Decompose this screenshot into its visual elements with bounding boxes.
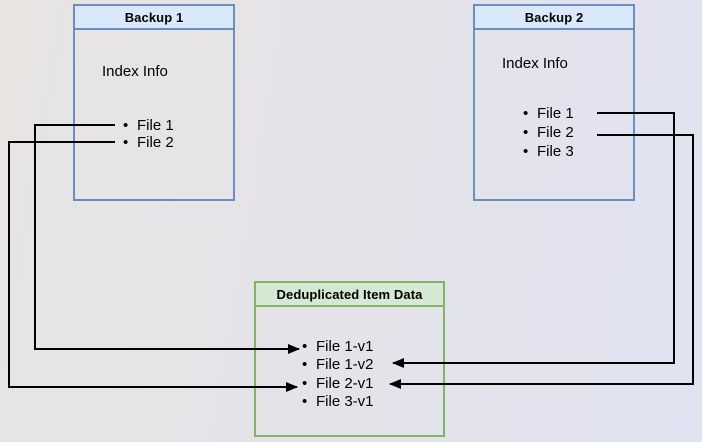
backup1-title: Backup 1 [124, 9, 184, 25]
backup2-file-list: File 1File 2File 3 [523, 104, 574, 161]
dedup-header: Deduplicated Item Data [256, 283, 443, 307]
list-item: File 3-v1 [302, 393, 374, 411]
list-item: File 2 [123, 134, 174, 151]
backup2-index-info-label: Index Info [502, 55, 568, 72]
backup2-header: Backup 2 [475, 6, 633, 30]
dedup-title: Deduplicated Item Data [276, 286, 423, 302]
list-item: File 2 [523, 123, 574, 142]
list-item: File 3 [523, 142, 574, 161]
dedup-file-list: File 1-v1File 1-v2File 2-v1File 3-v1 [302, 338, 374, 412]
backup1-file-list: File 1File 2 [123, 117, 174, 151]
list-item: File 1 [523, 104, 574, 123]
list-item: File 1-v2 [302, 356, 374, 374]
list-item: File 1 [123, 117, 174, 134]
list-item: File 1-v1 [302, 338, 374, 356]
backup1-index-info-label: Index Info [102, 63, 168, 80]
backup2-title: Backup 2 [524, 9, 584, 25]
backup1-box: Backup 1 Index Info File 1File 2 [73, 4, 235, 201]
dedup-box: Deduplicated Item Data File 1-v1File 1-v… [254, 281, 445, 437]
backup1-header: Backup 1 [75, 6, 233, 30]
backup2-box: Backup 2 Index Info File 1File 2File 3 [473, 4, 635, 201]
list-item: File 2-v1 [302, 375, 374, 393]
